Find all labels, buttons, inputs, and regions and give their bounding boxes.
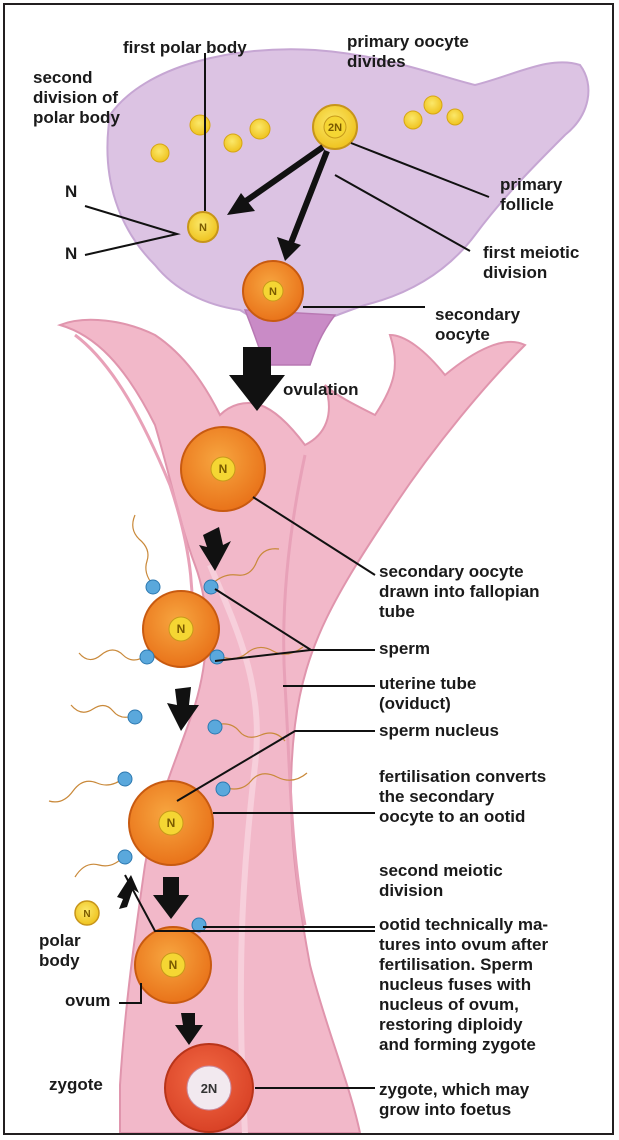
follicle bbox=[404, 111, 422, 129]
label-second-meiotic-division: second meiotic division bbox=[379, 861, 503, 901]
label-ootid-matures: ootid technically ma- tures into ovum af… bbox=[379, 915, 548, 1055]
label-first-polar-body: first polar body bbox=[123, 38, 247, 58]
label-n-lower: N bbox=[65, 244, 77, 264]
oocyte-with-sperm-mark: N bbox=[177, 622, 186, 636]
primary-follicle-mark: 2N bbox=[328, 122, 342, 134]
label-polar-body: polar body bbox=[39, 931, 81, 971]
label-ovulation: ovulation bbox=[283, 380, 359, 400]
label-sperm: sperm bbox=[379, 639, 430, 659]
label-second-division-of-polar-body: second division of polar body bbox=[33, 68, 120, 128]
follicle bbox=[190, 115, 210, 135]
follicle bbox=[224, 134, 242, 152]
label-uterine-tube: uterine tube (oviduct) bbox=[379, 674, 476, 714]
label-sperm-nucleus: sperm nucleus bbox=[379, 721, 499, 741]
oocyte-in-tube-mark: N bbox=[219, 462, 228, 476]
ovum-mark: N bbox=[169, 958, 178, 972]
label-secondary-oocyte-drawn: secondary oocyte drawn into fallopian tu… bbox=[379, 562, 540, 622]
follicle bbox=[151, 144, 169, 162]
label-zygote-foetus: zygote, which may grow into foetus bbox=[379, 1080, 529, 1120]
label-zygote: zygote bbox=[49, 1075, 103, 1095]
label-first-meiotic-division: first meiotic division bbox=[483, 243, 579, 283]
label-fertilisation: fertilisation converts the secondary ooc… bbox=[379, 767, 546, 827]
zygote-mark: 2N bbox=[201, 1081, 218, 1096]
label-secondary-oocyte: secondary oocyte bbox=[435, 305, 520, 345]
diagram-frame: 2N N N N N bbox=[3, 3, 614, 1135]
secondary-oocyte-ovary-mark: N bbox=[269, 286, 277, 298]
second-polar-body-mark: N bbox=[83, 909, 90, 920]
label-primary-follicle: primary follicle bbox=[500, 175, 562, 215]
first-polar-body-mark: N bbox=[199, 222, 207, 234]
follicle bbox=[424, 96, 442, 114]
follicle bbox=[250, 119, 270, 139]
follicle bbox=[447, 109, 463, 125]
label-n-upper: N bbox=[65, 182, 77, 202]
label-primary-oocyte-divides: primary oocyte divides bbox=[347, 32, 469, 72]
label-ovum: ovum bbox=[65, 991, 110, 1011]
ootid-mark: N bbox=[167, 816, 176, 830]
